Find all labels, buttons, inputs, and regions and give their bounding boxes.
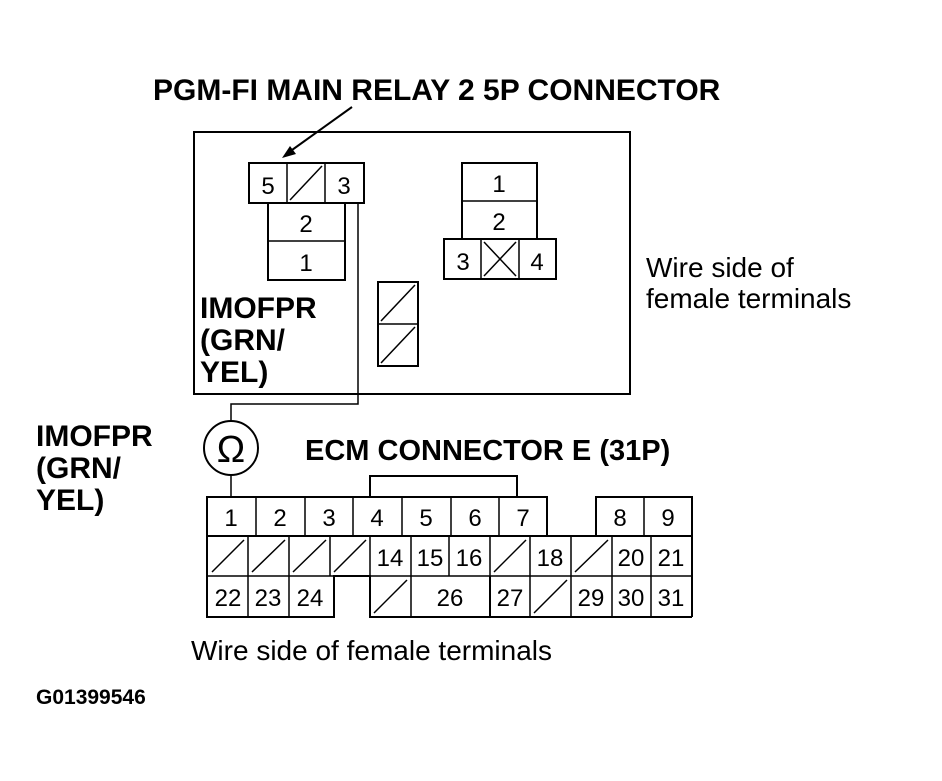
relay-note-line1: Wire side of [646,252,794,283]
ecm-pin-24: 24 [297,585,324,612]
pointer-arrow [282,106,353,158]
probe-wire [230,203,359,497]
ecm-pin-4: 4 [370,505,383,532]
ecm-pin-5: 5 [419,505,432,532]
relay-panel-outline [193,131,631,395]
ecm-pin-27: 27 [497,585,524,612]
ecm-pin-22: 22 [215,585,242,612]
ecm-pin-2: 2 [273,505,286,532]
relay-wire-label-line2: (GRN/ [200,324,286,357]
ohm-symbol: Ω [217,429,245,471]
relay-connector-left: 5 3 2 1 [248,162,365,281]
ecm-connector-body [206,475,693,618]
ecm-pin-20: 20 [618,545,645,572]
ecm-pin-23: 23 [255,585,282,612]
ecm-pin-7: 7 [516,505,529,532]
ecm-pin-31: 31 [658,585,685,612]
ecm-pin-21: 21 [658,545,685,572]
relay-pin-5: 5 [261,173,274,200]
ecm-pin-30: 30 [618,585,645,612]
ecm-pin-26: 26 [437,585,464,612]
relay-note-line2: female terminals [646,283,851,314]
figure-id: G01399546 [36,686,146,709]
ecm-pin-15: 15 [417,545,444,572]
ecm-note: Wire side of female terminals [191,635,552,666]
relay-connector-title: PGM-FI MAIN RELAY 2 5P CONNECTOR [153,74,721,107]
ecm-wire-label-line1: IMOFPR [36,420,153,453]
relay-pin-1: 1 [299,250,312,277]
relay-right-pin-3: 3 [456,249,469,276]
relay-right-pin-2: 2 [492,209,505,236]
relay-right-pin-1: 1 [492,171,505,198]
ecm-pin-1: 1 [224,505,237,532]
relay-wire-label-line1: IMOFPR [200,292,317,325]
blank-terminal-block [377,281,419,367]
ecm-pin-29: 29 [578,585,605,612]
relay-pin-2: 2 [299,211,312,238]
ecm-connector-title: ECM CONNECTOR E (31P) [305,435,670,467]
relay-wire-label-line3: YEL) [200,356,268,389]
ecm-pin-16: 16 [456,545,483,572]
ecm-pin-14: 14 [377,545,404,572]
relay-connector-right: 1 2 3 4 [443,162,557,280]
ecm-pin-3: 3 [322,505,335,532]
ecm-pin-6: 6 [468,505,481,532]
ecm-wire-label-line3: YEL) [36,484,104,517]
ecm-pin-9: 9 [661,505,674,532]
ecm-pin-8: 8 [613,505,626,532]
relay-right-pin-4: 4 [530,249,543,276]
ohmmeter-icon: Ω [203,420,259,476]
ecm-wire-label-line2: (GRN/ [36,452,122,485]
ecm-pin-18: 18 [537,545,564,572]
relay-pin-3: 3 [337,173,350,200]
